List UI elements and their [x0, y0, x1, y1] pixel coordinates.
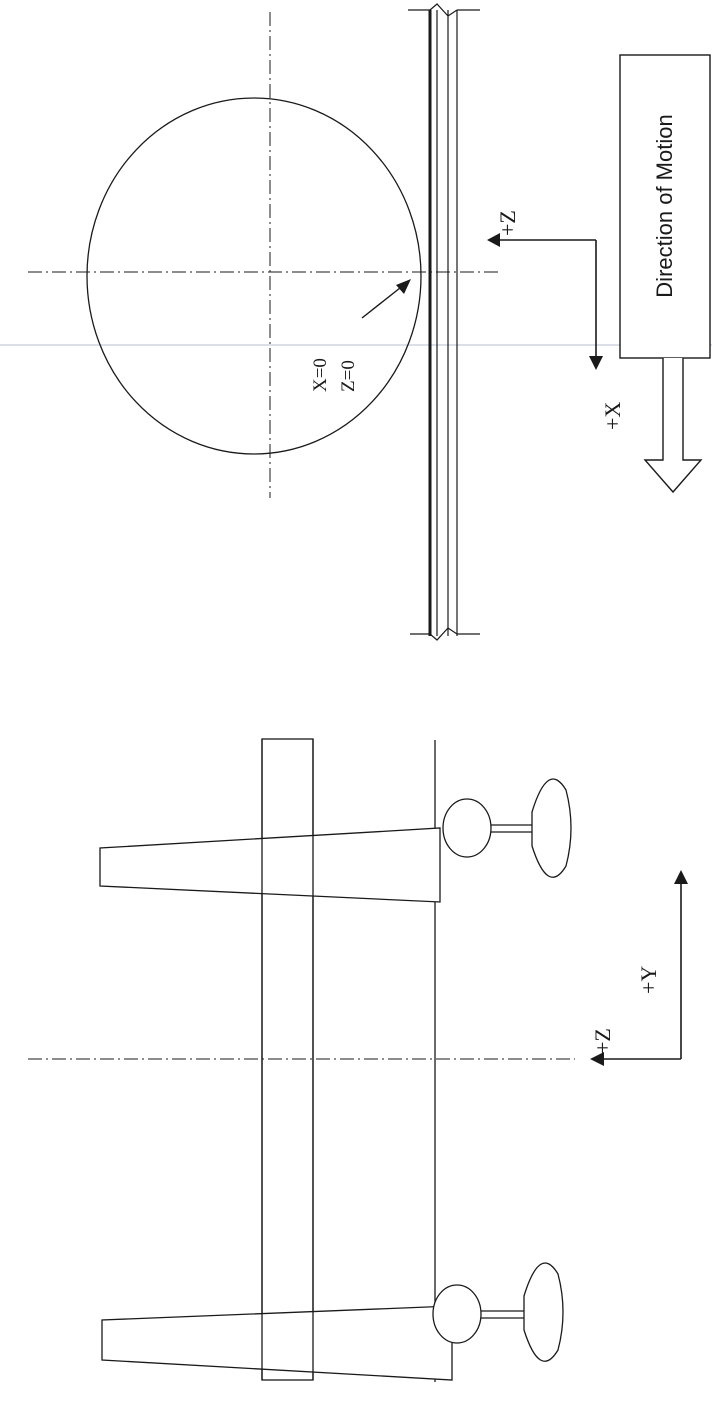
side-view-axes — [590, 870, 688, 1066]
motion-label-box — [619, 54, 711, 359]
motion-label: Direction of Motion — [652, 114, 677, 297]
origin-x-label: X=0 — [310, 358, 331, 392]
top-view — [0, 3, 712, 641]
upper-sensor — [442, 778, 572, 878]
motion-hollow-arrow — [643, 358, 703, 494]
side-axis-z-label: +Z — [590, 1028, 615, 1054]
lower-sensor — [432, 1262, 564, 1362]
top-axis-x-label: +X — [600, 402, 625, 430]
top-view-axes — [487, 233, 603, 370]
origin-z-label: Z=0 — [338, 360, 359, 392]
motion-indicator — [619, 54, 711, 494]
wheel-circle — [86, 97, 422, 455]
top-axis-z-label: +Z — [495, 210, 520, 236]
top-x-arrowhead — [589, 356, 603, 370]
upper-wheel — [99, 827, 441, 903]
top-z-arrowhead — [487, 233, 500, 247]
side-z-arrowhead — [590, 1052, 604, 1066]
lower-wheel — [101, 1305, 453, 1381]
rail — [408, 3, 480, 641]
side-axis-y-label: +Y — [636, 966, 661, 994]
origin-pointer-arrow — [361, 279, 411, 319]
side-view — [28, 738, 575, 1382]
side-y-arrowhead — [674, 870, 688, 884]
